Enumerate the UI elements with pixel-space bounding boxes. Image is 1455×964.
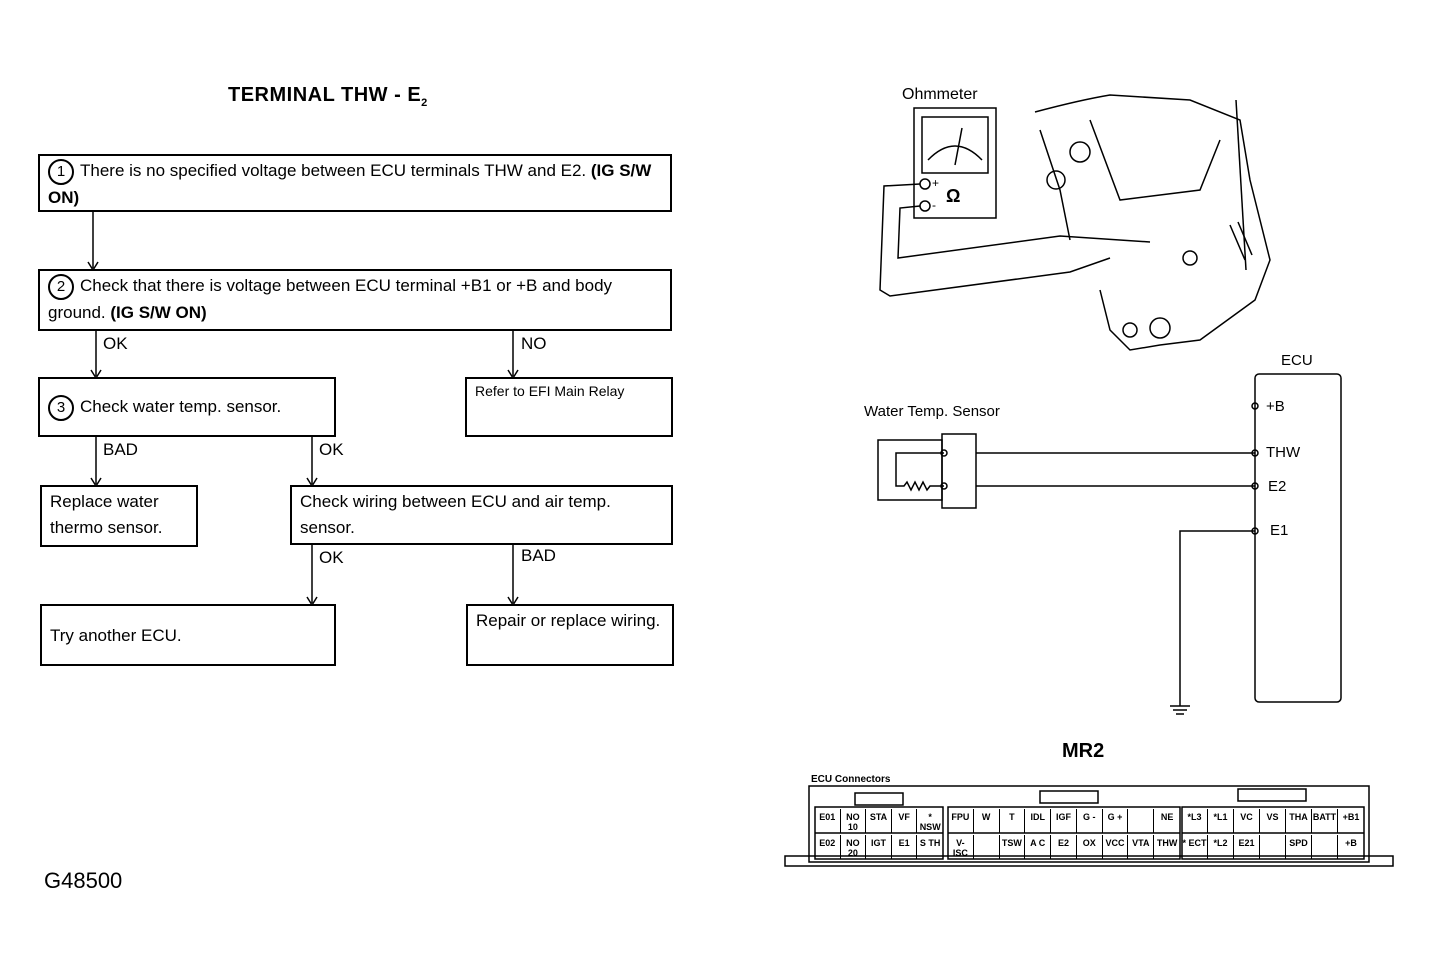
- ohm-minus-label: -: [932, 198, 936, 212]
- repair-wiring-box: Repair or replace wiring.: [466, 604, 674, 666]
- connector-pin: A C: [1025, 835, 1052, 859]
- connector-pin: [1312, 835, 1338, 859]
- connector-pin: [974, 835, 1000, 859]
- connector-pin: FPU: [948, 809, 974, 833]
- connector-pin: * NSW: [919, 812, 941, 832]
- connector-pin: * ECT: [1182, 835, 1208, 859]
- step-1-box: 1 There is no specified voltage between E…: [38, 154, 672, 212]
- connector-pin: E1: [892, 835, 918, 859]
- step-3-text: Check water temp. sensor.: [80, 397, 282, 416]
- connector-pin: VC: [1234, 809, 1260, 833]
- terminal-e1: E1: [1270, 522, 1289, 539]
- check-wiring-text: Check wiring between ECU and air temp. s…: [300, 492, 611, 537]
- connector-pin: V- ISC: [948, 835, 974, 859]
- connector-pin: *L1: [1208, 809, 1234, 833]
- terminal-thw: THW: [1266, 444, 1301, 461]
- ohm-plus-label: +: [932, 176, 940, 190]
- branch-ok-label: OK: [103, 334, 128, 353]
- replace-sensor-box: Replace water thermo sensor.: [40, 485, 198, 547]
- connector-pin: W: [974, 809, 1000, 833]
- terminal-plus-b: +B: [1266, 398, 1285, 415]
- connector-pin: E01: [815, 809, 841, 833]
- terminal-e2: E2: [1268, 478, 1287, 495]
- connector-pin: [1128, 809, 1155, 833]
- step-1-text: There is no specified voltage between EC…: [80, 161, 591, 180]
- connector-pin: IGF: [1051, 809, 1077, 833]
- step-number-1: 1: [48, 158, 74, 185]
- replace-sensor-text: Replace water thermo sensor.: [50, 492, 163, 537]
- connector-pin: VTA: [1128, 835, 1155, 859]
- model-label: MR2: [1062, 740, 1105, 762]
- connector-pin: +B1: [1342, 812, 1360, 822]
- connector-pin: [1260, 835, 1286, 859]
- try-ecu-box: Try another ECU.: [40, 604, 336, 666]
- connector-pin: THA: [1286, 809, 1312, 833]
- connector-pin: T: [1000, 809, 1026, 833]
- connector-pin: IDL: [1025, 809, 1052, 833]
- connector-pin: IGT: [866, 835, 892, 859]
- connector-pin: BATT: [1312, 809, 1338, 833]
- connector-pin: SPD: [1286, 835, 1312, 859]
- check-wiring-box: Check wiring between ECU and air temp. s…: [290, 485, 673, 545]
- branch-no-label: NO: [521, 334, 547, 353]
- branch-ok-label: OK: [319, 440, 344, 459]
- step-1-condition: (IG S/W ON): [48, 161, 652, 207]
- connector-pin: E02: [815, 835, 841, 859]
- connector-pin: *L2: [1208, 835, 1234, 859]
- connector-title: ECU Connectors: [811, 774, 891, 785]
- step-number-3: 3: [48, 394, 74, 421]
- repair-wiring-text: Repair or replace wiring.: [476, 611, 661, 630]
- sensor-label: Water Temp. Sensor: [864, 403, 1000, 420]
- try-ecu-text: Try another ECU.: [50, 626, 182, 645]
- connector-pin: *L3: [1182, 809, 1208, 833]
- step-2-text: Check that there is voltage between ECU …: [48, 276, 613, 322]
- ecu-label: ECU: [1281, 352, 1313, 369]
- branch-ok-label: OK: [319, 548, 344, 567]
- connector-pin: +B: [1345, 838, 1357, 848]
- figure-code: G48500: [44, 868, 123, 893]
- ohmmeter-label: Ohmmeter: [902, 86, 978, 103]
- refer-efi-box: Refer to EFI Main Relay: [465, 377, 673, 437]
- connector-pin: VCC: [1103, 835, 1129, 859]
- connector-pin: G +: [1103, 809, 1129, 833]
- branch-bad-label: BAD: [521, 546, 556, 565]
- connector-pin: G -: [1077, 809, 1103, 833]
- step-2-condition: (IG S/W ON): [110, 302, 207, 322]
- connector-pin: S TH: [919, 838, 941, 848]
- connector-pin: STA: [866, 809, 892, 833]
- connector-pin: NO 10: [841, 809, 867, 833]
- connector-pin: TSW: [1000, 835, 1026, 859]
- step-3-box: 3 Check water temp. sensor.: [38, 377, 336, 437]
- step-number-2: 2: [48, 273, 74, 300]
- branch-bad-label: BAD: [103, 440, 138, 459]
- connector-pin: E2: [1051, 835, 1077, 859]
- refer-efi-text: Refer to EFI Main Relay: [475, 383, 625, 399]
- connector-pin: VF: [892, 809, 918, 833]
- connector-pin: NE: [1160, 812, 1174, 822]
- connector-pin: OX: [1077, 835, 1103, 859]
- ohm-symbol: Ω: [946, 186, 961, 206]
- connector-pin: E21: [1234, 835, 1260, 859]
- connector-pin: VS: [1260, 809, 1286, 833]
- diagram-title: TERMINAL THW - E2: [228, 84, 428, 109]
- connector-pin: THW: [1156, 838, 1178, 848]
- connector-pin: NO 20: [841, 835, 867, 859]
